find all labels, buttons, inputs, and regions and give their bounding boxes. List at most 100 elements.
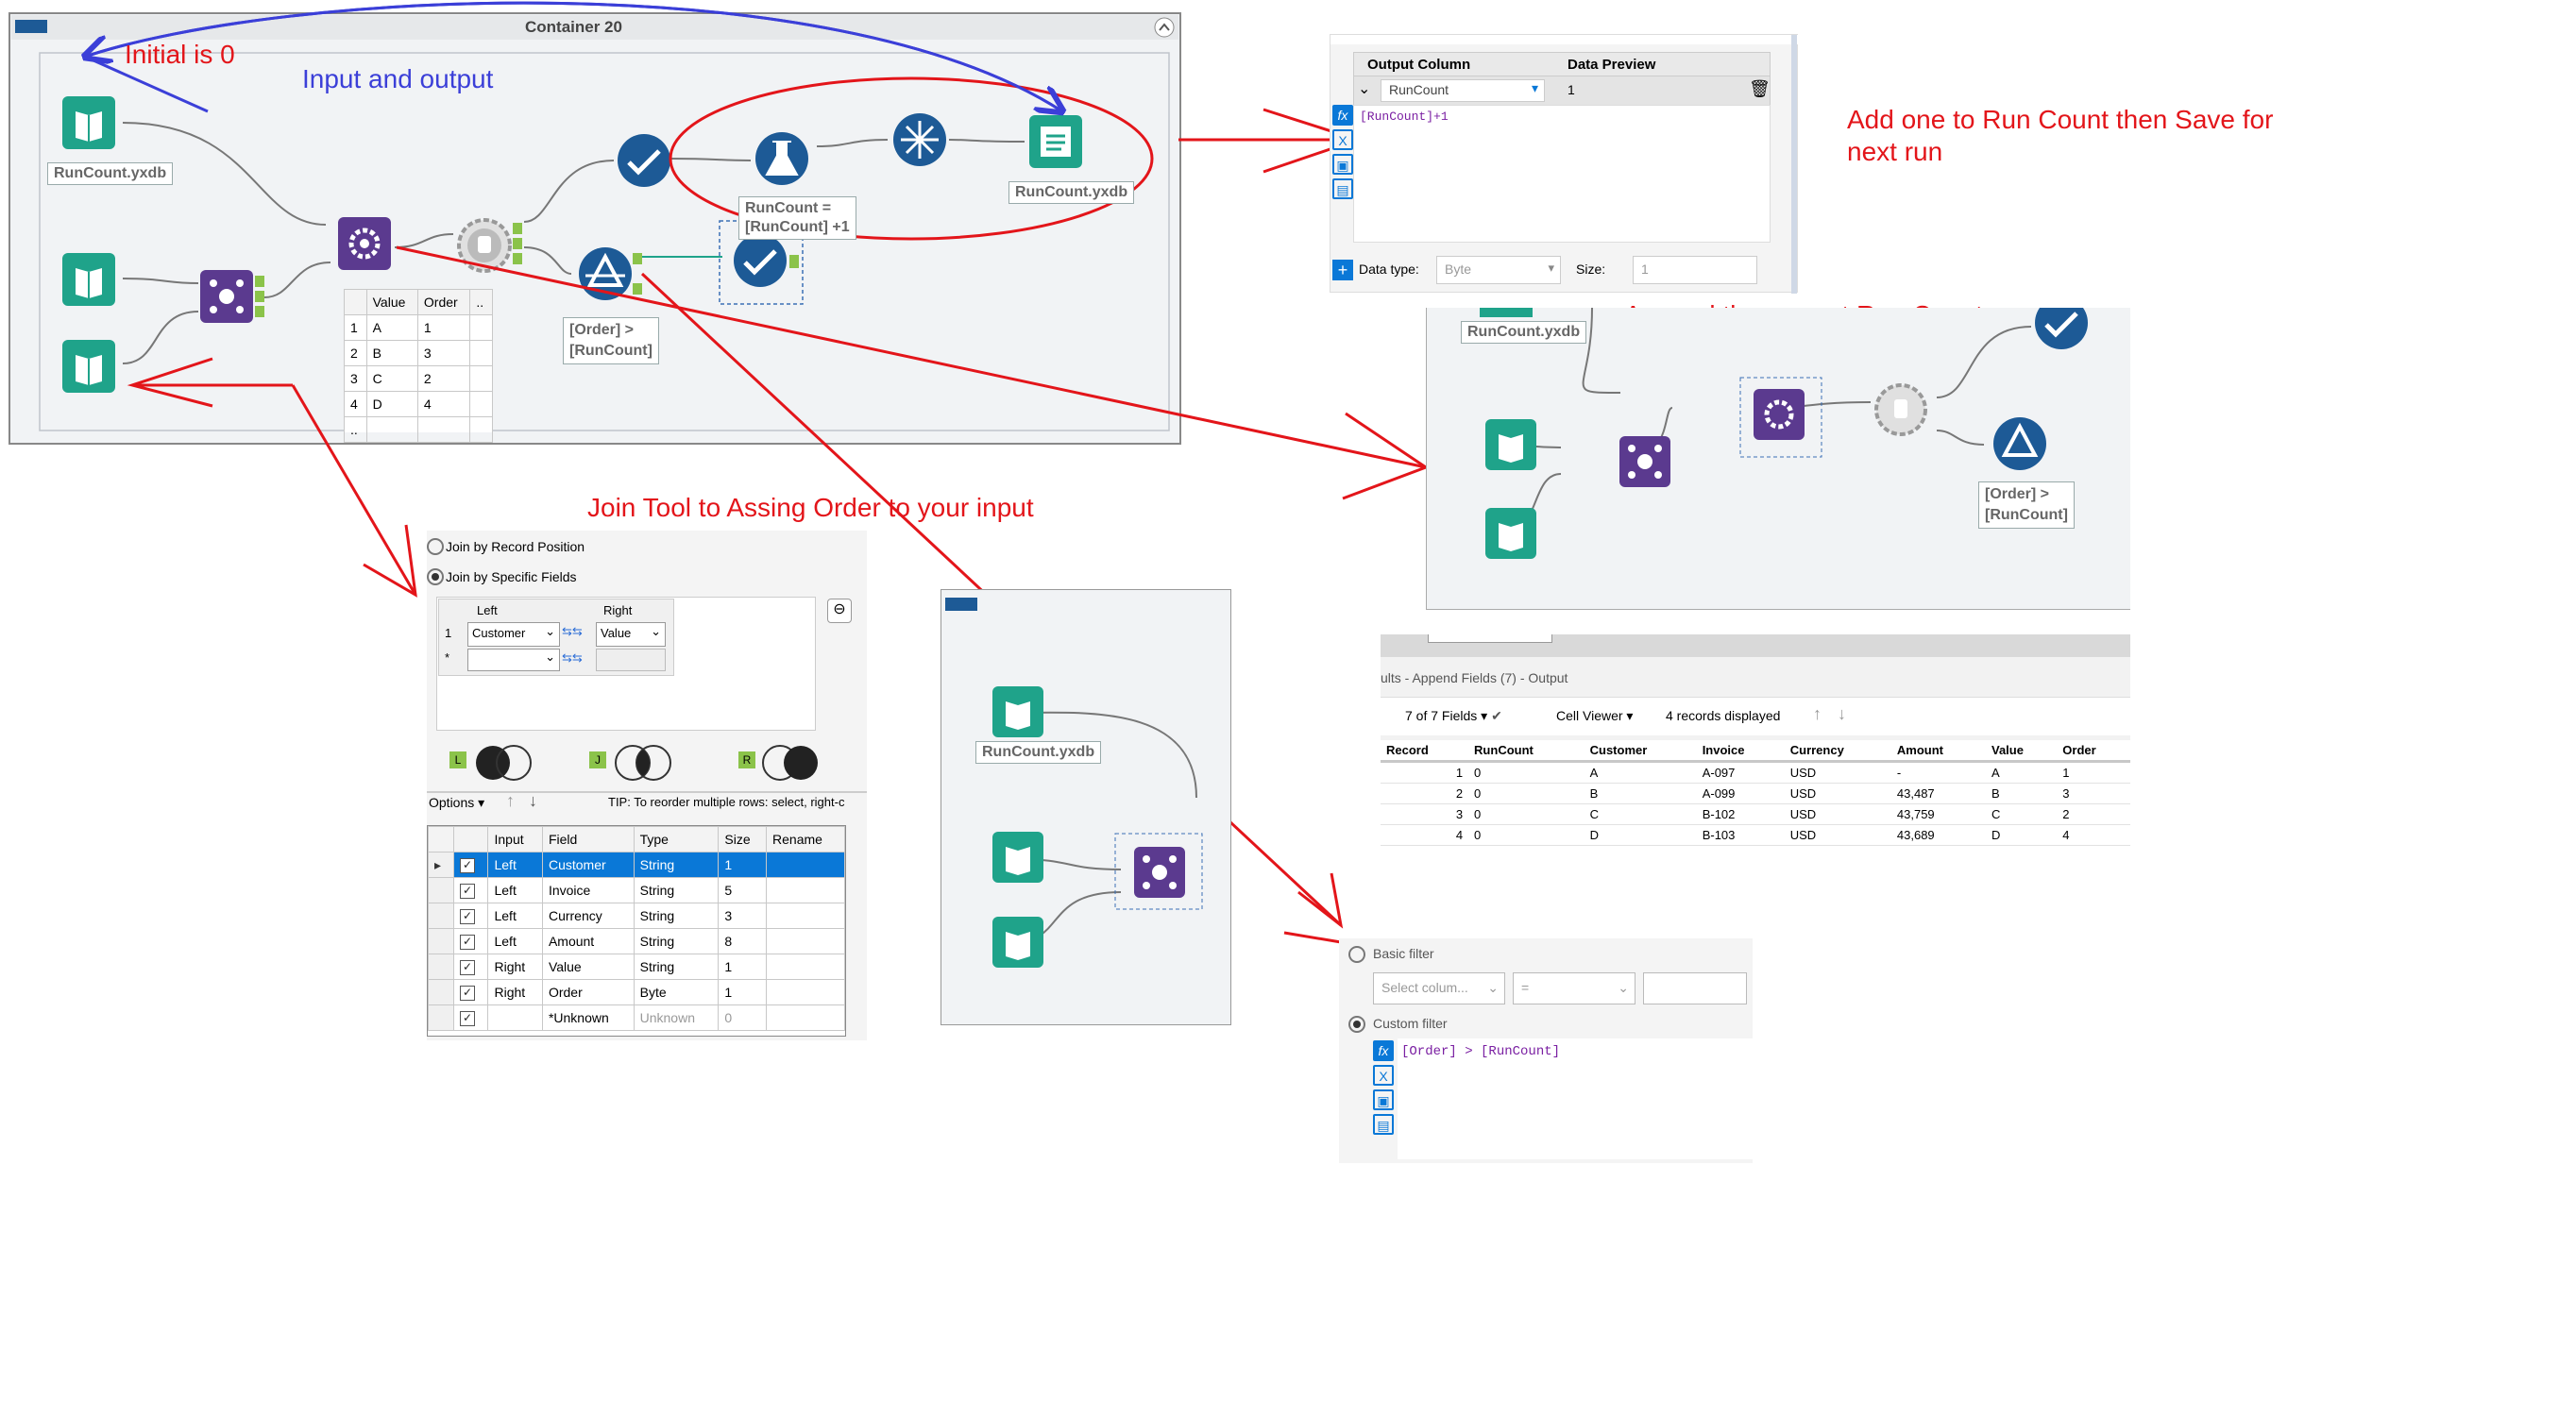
fx-icon[interactable]: fx	[1373, 1040, 1394, 1061]
field-cell[interactable]: String	[633, 852, 720, 878]
field-cell[interactable]: Unknown	[633, 1004, 720, 1031]
join-by-position-radio[interactable]	[427, 538, 444, 555]
move-down-icon[interactable]: ↓	[529, 791, 537, 810]
results-cell: 2	[2057, 803, 2130, 825]
remove-row-icon[interactable]: ⊖	[827, 599, 852, 623]
custom-filter-radio[interactable]	[1348, 1016, 1365, 1033]
right-field-select-empty[interactable]	[596, 649, 666, 671]
right-field-select[interactable]: Value ⌄	[596, 622, 666, 647]
rename-cell[interactable]	[766, 954, 845, 980]
field-checkbox[interactable]: ✓	[452, 954, 489, 980]
results-header[interactable]: Value	[1986, 740, 2058, 763]
results-cell: USD	[1784, 761, 1891, 784]
saved-expressions-icon[interactable]: ▣	[1373, 1089, 1394, 1110]
results-header[interactable]: Invoice	[1696, 740, 1785, 763]
sort-down-icon[interactable]: ↓	[1838, 704, 1846, 723]
results-header[interactable]: Amount	[1890, 740, 1986, 763]
field-checkbox[interactable]: ✓	[452, 877, 489, 903]
browse-cell: 1	[344, 314, 367, 341]
field-cell[interactable]: Byte	[633, 979, 720, 1005]
field-cell[interactable]: String	[633, 877, 720, 903]
field-cell[interactable]: String	[633, 903, 720, 929]
basic-filter-radio[interactable]	[1348, 946, 1365, 963]
browse-cell	[469, 314, 493, 341]
datatype-label: Data type:	[1359, 262, 1419, 277]
field-cell[interactable]: String	[633, 954, 720, 980]
sort-up-icon[interactable]: ↑	[1813, 704, 1822, 723]
venn-right-icon[interactable]	[759, 742, 825, 784]
save-expression-icon[interactable]: ▤	[1373, 1114, 1394, 1135]
results-header[interactable]: RunCount	[1468, 740, 1585, 763]
results-header[interactable]: Order	[2057, 740, 2130, 763]
rename-cell[interactable]	[766, 852, 845, 878]
field-cell[interactable]: String	[633, 928, 720, 954]
filter-panel: Basic filter Select colum...⌄ =⌄ Custom …	[1339, 938, 1753, 1163]
rename-cell[interactable]	[766, 979, 845, 1005]
preview-value: 1	[1568, 82, 1575, 97]
results-cell: B	[1584, 783, 1697, 804]
venn-left-icon[interactable]	[472, 742, 538, 784]
results-header[interactable]: Customer	[1584, 740, 1697, 763]
field-checkbox[interactable]: ✓	[452, 979, 489, 1005]
filter-expression-editor[interactable]: [Order] > [RunCount]	[1398, 1038, 1753, 1159]
field-checkbox[interactable]: ✓	[452, 903, 489, 929]
cell-viewer-dropdown[interactable]: Cell Viewer ▾	[1556, 708, 1634, 723]
note-initial: Initial is 0	[125, 40, 235, 69]
rename-cell[interactable]	[766, 877, 845, 903]
chevron-down-icon: ⌄	[1487, 980, 1499, 995]
field-checkbox[interactable]: ✓	[452, 852, 489, 878]
row-indicator	[428, 979, 454, 1005]
reorder-tip: TIP: To reorder multiple rows: select, r…	[608, 795, 845, 809]
select-column-dropdown[interactable]: Select colum...⌄	[1373, 972, 1505, 1004]
rename-cell[interactable]	[766, 928, 845, 954]
chevron-down-icon[interactable]: ⌄	[1358, 81, 1371, 97]
field-checkbox[interactable]: ✓	[452, 928, 489, 954]
results-header[interactable]: Currency	[1784, 740, 1891, 763]
venn-inner-icon[interactable]	[612, 742, 678, 784]
fx-icon[interactable]: fx	[1332, 105, 1353, 126]
variables-icon[interactable]: X	[1332, 129, 1353, 150]
input-tool-label: RunCount.yxdb	[47, 162, 174, 185]
options-dropdown[interactable]: Options ▾	[429, 795, 485, 810]
dropdown-arrow-icon: ▾	[1531, 80, 1538, 95]
delete-icon[interactable]: 🗑	[1749, 79, 1771, 98]
results-cell: USD	[1784, 783, 1891, 804]
size-label: Size:	[1576, 262, 1606, 277]
expression-editor[interactable]: [RunCount]+1	[1353, 105, 1771, 243]
left-field-select-empty[interactable]: ⌄	[467, 649, 560, 671]
tool-input-runcount	[62, 96, 115, 149]
saved-expressions-icon[interactable]: ▣	[1332, 154, 1353, 175]
field-cell: Currency	[541, 903, 635, 929]
results-cell: 3	[2057, 783, 2130, 804]
rename-cell[interactable]	[766, 1004, 845, 1031]
output-column-select[interactable]: RunCount ▾	[1381, 79, 1545, 102]
datatype-select[interactable]: Byte ▾	[1436, 256, 1561, 284]
fields-dropdown[interactable]: 7 of 7 Fields ▾ ✔	[1405, 708, 1502, 723]
field-checkbox[interactable]: ✓	[452, 1004, 489, 1031]
field-cell: 1	[718, 954, 768, 980]
value-input[interactable]	[1643, 972, 1747, 1004]
results-header[interactable]: Record	[1381, 740, 1469, 763]
left-field-select[interactable]: Customer ⌄	[467, 622, 560, 647]
operator-dropdown[interactable]: =⌄	[1513, 972, 1635, 1004]
join-by-fields-radio[interactable]	[427, 568, 444, 585]
add-expression-button[interactable]: +	[1332, 260, 1353, 280]
move-up-icon[interactable]: ↑	[506, 791, 515, 810]
variables-icon[interactable]: X	[1373, 1065, 1394, 1086]
field-cell: *Unknown	[541, 1004, 635, 1031]
size-input[interactable]: 1	[1633, 256, 1757, 284]
save-expression-icon[interactable]: ▤	[1332, 178, 1353, 199]
rename-cell[interactable]	[766, 903, 845, 929]
